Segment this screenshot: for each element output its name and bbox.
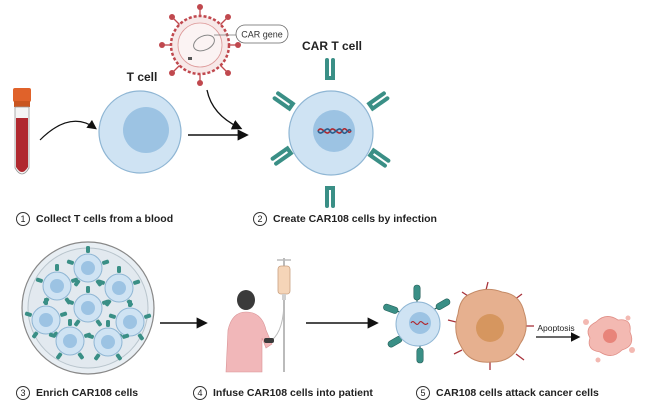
step-5-text: CAR108 cells attack cancer cells [436, 387, 599, 399]
step-4-caption: 4 Infuse CAR108 cells into patient [193, 386, 373, 400]
patient-with-iv-icon [225, 258, 291, 373]
apoptotic-cell-icon [583, 315, 635, 363]
step-4-text: Infuse CAR108 cells into patient [213, 387, 373, 399]
cancer-cell-icon [447, 281, 534, 370]
car-t-cell-label: CAR T cell [302, 39, 362, 53]
apoptosis-label: Apoptosis [537, 323, 574, 333]
step-1-text: Collect T cells from a blood [36, 213, 174, 225]
step-2-number: 2 [253, 212, 267, 226]
blood-tube-icon [13, 88, 31, 175]
t-cell-label: T cell [127, 70, 158, 84]
step-4-number: 4 [193, 386, 207, 400]
virus-icon [159, 4, 241, 86]
petri-dish-icon [21, 241, 155, 375]
step-3-text: Enrich CAR108 cells [36, 387, 139, 399]
arrow-tube-to-tcell [39, 119, 97, 141]
step-5-number: 5 [416, 386, 430, 400]
step-2-caption: 2 Create CAR108 cells by infection [253, 212, 437, 226]
step-3-number: 3 [16, 386, 30, 400]
t-cell-icon [98, 90, 182, 174]
step-3-caption: 3 Enrich CAR108 cells [16, 386, 138, 400]
car-t-cell-icon [270, 58, 391, 208]
car-t-cell-small-icon [382, 284, 452, 364]
arrow-virus-to-cart [206, 89, 243, 130]
step-1-number: 1 [16, 212, 30, 226]
step-1-caption: 1 Collect T cells from a blood [16, 212, 173, 226]
car-gene-callout [235, 24, 289, 44]
step-2-text: Create CAR108 cells by infection [273, 213, 437, 225]
step-5-caption: 5 CAR108 cells attack cancer cells [416, 386, 599, 400]
car-gene-label: CAR gene [241, 30, 283, 40]
